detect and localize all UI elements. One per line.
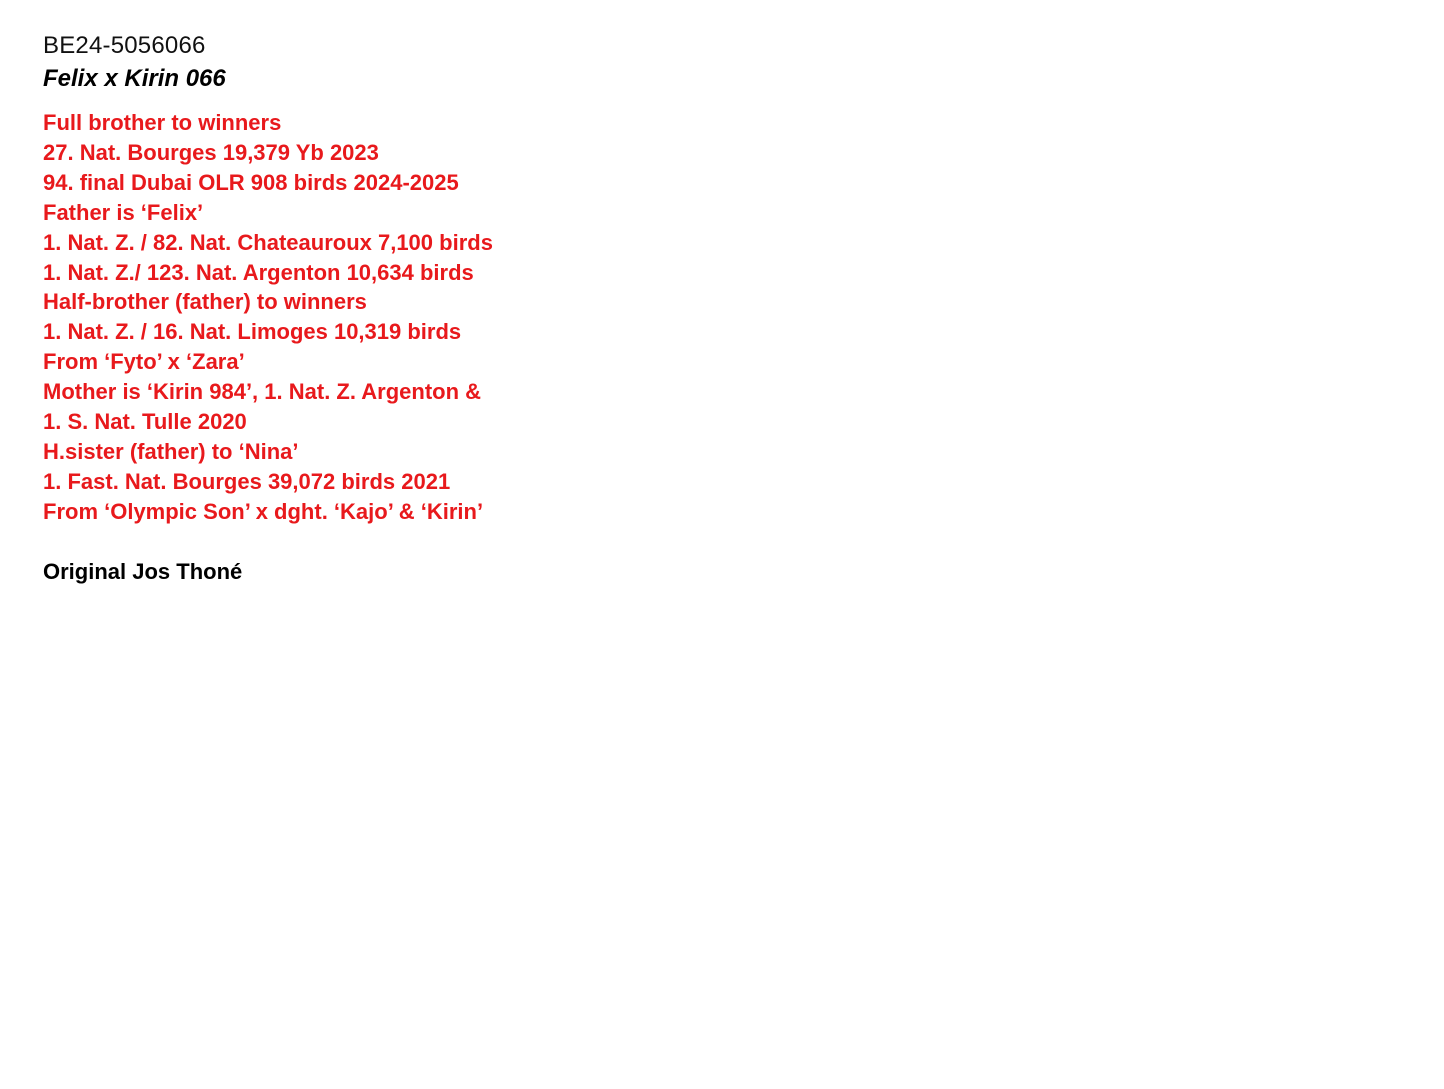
description-line: H.sister (father) to ‘Nina’	[43, 438, 299, 464]
pigeon-name: Felix x Kirin 066	[43, 65, 226, 92]
description-line: 27. Nat. Bourges 19,379 Yb 2023	[43, 139, 379, 165]
description-line: Full brother to winners	[43, 110, 282, 135]
description-line: 1. Fast. Nat. Bourges 39,072 birds 2021	[43, 468, 451, 494]
description-line: 1. S. Nat. Tulle 2020	[43, 409, 247, 435]
description-line: 94. final Dubai OLR 908 birds 2024-2025	[43, 169, 459, 195]
description-line: 1. Nat. Z. / 16. Nat. Limoges 10,319 bir…	[43, 319, 462, 345]
pigeon-detail-card: BE24-5056066 Felix x Kirin 066 Full brot…	[43, 30, 943, 587]
description-line: 1. Nat. Z. / 82. Nat. Chateauroux 7,100 …	[43, 229, 493, 255]
description-line: Mother is ‘Kirin 984’, 1. Nat. Z. Argent…	[43, 379, 482, 405]
pedigree-description: Full brother to winners 27. Nat. Bourges…	[43, 108, 943, 527]
description-line: Half-brother (father) to winners	[43, 289, 367, 315]
description-line: From ‘Olympic Son’ x dght. ‘Kajo’ & ‘Kir…	[43, 498, 484, 524]
ring-number: BE24-5056066	[43, 32, 206, 59]
description-line: 1. Nat. Z./ 123. Nat. Argenton 10,634 bi…	[43, 259, 474, 285]
description-line: Father is ‘Felix’	[43, 199, 204, 225]
description-line: From ‘Fyto’ x ‘Zara’	[43, 349, 245, 375]
breeder-origin: Original Jos Thoné	[43, 558, 243, 584]
